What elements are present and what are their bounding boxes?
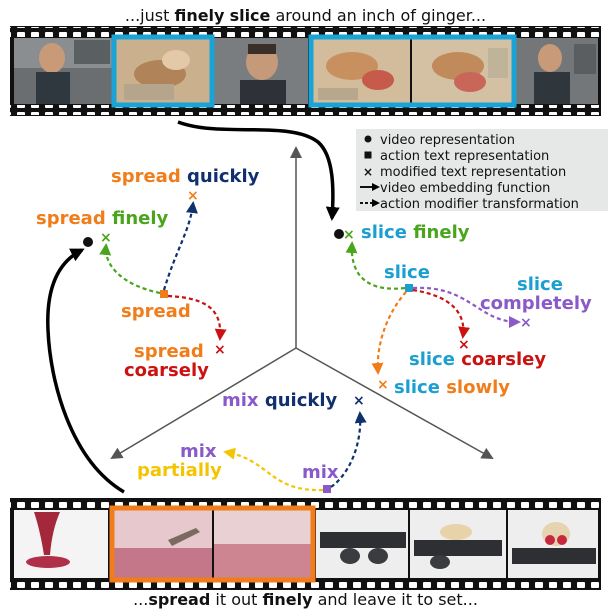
spread-video-point (83, 237, 93, 247)
caption-bottom-bold-finely: finely (262, 590, 313, 609)
bottom-frame-4 (316, 510, 408, 578)
caption-bottom: ...spread it out finely and leave it to … (0, 590, 611, 609)
bottom-frame-5 (410, 510, 506, 578)
label-mix-partially-line2: partially (137, 460, 222, 481)
spread-coarsely-cross: × (214, 342, 226, 358)
axis-left (110, 347, 297, 460)
slice-to-finely-arrow (345, 241, 406, 290)
spread-to-finely-arrow (99, 243, 161, 295)
top-frame-3 (214, 38, 308, 104)
legend: video representation action text represe… (356, 129, 608, 212)
caption-bottom-mid: it out (210, 590, 263, 609)
mix-text-point (323, 485, 331, 493)
slice-video-point (334, 229, 344, 239)
slice-cluster: × × × × slice finely slice slice complet… (334, 222, 592, 398)
slice-finely-cross: × (343, 227, 355, 243)
top-frame-1 (14, 38, 112, 104)
video-embed-arrow-top (177, 120, 340, 221)
caption-bottom-post: and leave it to set... (312, 590, 478, 609)
label-mix-partially-line1: mix (180, 441, 217, 462)
spread-cluster: × × × spread quickly spread finely sprea… (36, 166, 260, 381)
caption-bottom-bold-spread: spread (148, 590, 211, 609)
video-embed-arrow-bottom (46, 248, 125, 494)
spread-quickly-cross: × (187, 188, 199, 204)
top-highlight-box-2 (308, 34, 517, 108)
label-slice-slowly: slice slowly (394, 377, 510, 398)
bottom-frame-3 (214, 510, 314, 578)
axis-right (295, 347, 494, 459)
slice-to-coarsley-arrow (412, 288, 471, 339)
dot-icon (364, 135, 372, 143)
legend-text-video-embedding: video embedding function (380, 181, 550, 196)
label-spread-coarsely-line1: spread (134, 341, 204, 362)
legend-text-modified-text: modified text representation (380, 165, 566, 180)
legend-text-action-modifier: action modifier transformation (380, 197, 579, 212)
label-slice-finely: slice finely (361, 222, 470, 243)
bottom-film-strip (10, 498, 601, 590)
cross-icon: × (363, 165, 373, 179)
top-frame-4 (310, 38, 410, 104)
slice-completely-cross: × (520, 315, 532, 331)
label-spread-coarsely-line2: coarsely (124, 360, 209, 381)
spread-to-quickly-arrow (162, 201, 198, 291)
mix-to-partially-arrow (223, 447, 324, 492)
square-icon (364, 151, 372, 159)
caption-bottom-pre: ... (133, 590, 149, 609)
label-mix-quickly: mix quickly (222, 390, 338, 411)
legend-text-video-representation: video representation (380, 133, 515, 148)
top-highlight-box-1 (111, 34, 215, 108)
slice-to-slowly-arrow (371, 291, 407, 375)
label-slice-completely-line1: slice (517, 274, 563, 295)
bottom-highlight-box (109, 505, 316, 583)
caption-top: ...just finely slice around an inch of g… (0, 6, 611, 25)
label-spread-finely: spread finely (36, 208, 169, 229)
legend-text-action-text: action text representation (380, 149, 549, 164)
label-mix: mix (302, 462, 339, 483)
top-film-strip (10, 26, 601, 116)
slice-slowly-cross: × (377, 377, 389, 393)
top-frame-2 (114, 38, 212, 104)
mix-to-quickly-arrow (330, 411, 367, 488)
spread-to-coarsely-arrow (167, 294, 227, 341)
axes (110, 146, 494, 460)
label-spread-quickly: spread quickly (111, 166, 260, 187)
label-spread: spread (121, 301, 191, 322)
caption-top-bold-finely: finely (174, 6, 225, 25)
label-slice-completely-line2: completely (480, 293, 592, 314)
bottom-frame-1 (14, 510, 108, 578)
caption-top-pre: ...just (124, 6, 175, 25)
legend-box (356, 129, 608, 211)
top-frame-6 (514, 38, 598, 104)
top-frame-5 (412, 38, 512, 104)
mix-quickly-cross: × (353, 393, 365, 409)
caption-top-bold-slice: slice (229, 6, 271, 25)
bottom-frame-2 (112, 510, 212, 578)
bottom-frame-6 (508, 510, 598, 578)
label-slice-coarsley: slice coarsley (409, 349, 546, 370)
label-slice: slice (384, 262, 430, 283)
slice-coarsley-cross: × (458, 337, 470, 353)
spread-text-point (160, 290, 168, 298)
mix-cluster: × mix quickly mix partially mix (137, 390, 367, 493)
slice-to-completely-arrow (412, 286, 521, 328)
slice-text-point (405, 284, 413, 292)
spread-finely-cross: × (100, 230, 112, 246)
caption-top-post: around an inch of ginger... (270, 6, 487, 25)
